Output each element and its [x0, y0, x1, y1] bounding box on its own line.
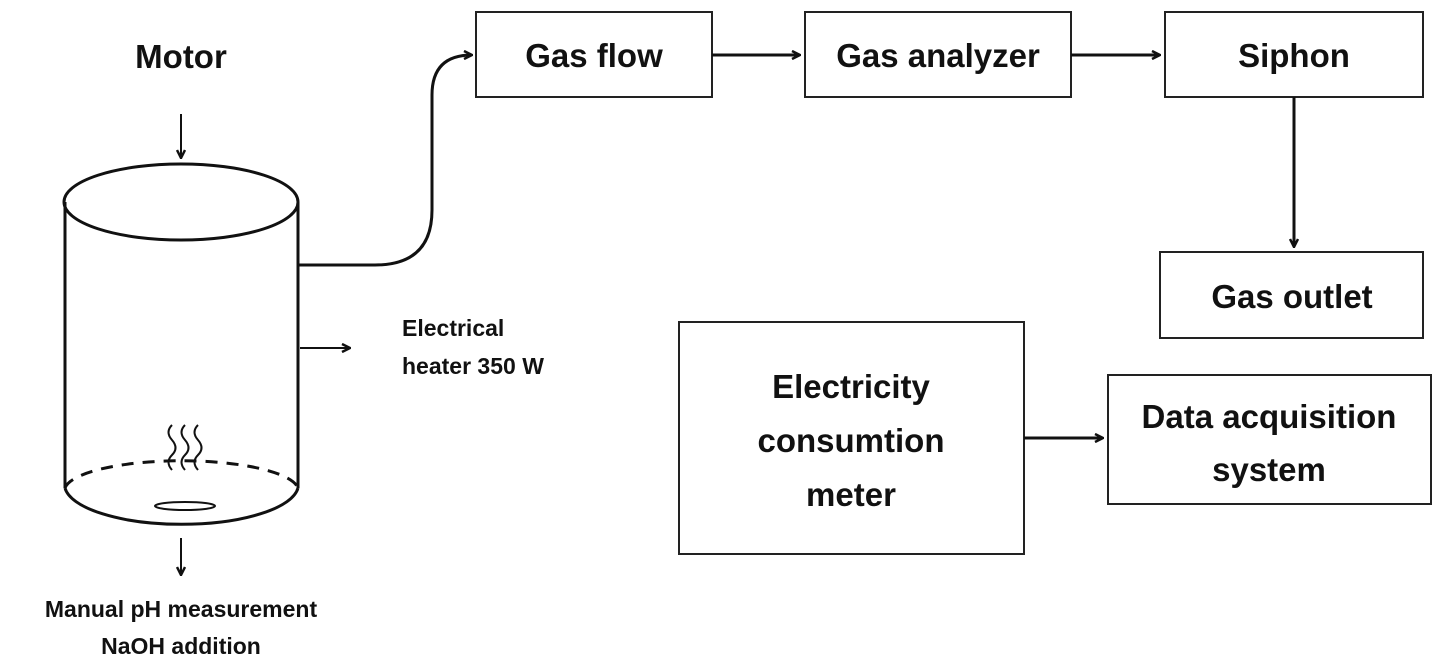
electricity-meter-box: Electricity consumtion meter — [678, 321, 1025, 555]
electrical-heater-power-label: heater 350 W — [402, 353, 544, 379]
reactor-dashed-floor — [63, 459, 300, 489]
siphon-box: Siphon — [1164, 11, 1424, 98]
electricity-meter-label-line2: consumtion — [758, 422, 945, 459]
reactor-to-gas-flow-connector — [298, 55, 472, 267]
electrical-heater-label: Electrical — [402, 315, 504, 341]
reactor-bottom-curve — [63, 487, 300, 526]
manual-ph-label: Manual pH measurement — [45, 596, 318, 622]
data-acquisition-label-line1: Data acquisition — [1142, 398, 1397, 435]
gas-analyzer-box: Gas analyzer — [804, 11, 1072, 98]
data-acquisition-label-line2: system — [1212, 451, 1326, 488]
gas-outlet-label: Gas outlet — [1211, 278, 1372, 315]
electricity-meter-label-line1: Electricity — [772, 368, 930, 405]
gas-analyzer-label: Gas analyzer — [836, 37, 1040, 74]
reactor-vessel — [62, 162, 300, 526]
naoh-addition-label: NaOH addition — [101, 633, 261, 659]
data-acquisition-box: Data acquisition system — [1107, 374, 1432, 505]
siphon-label: Siphon — [1238, 37, 1350, 74]
reactor-top-ellipse — [62, 162, 300, 242]
heat-icon — [154, 424, 216, 511]
motor-label: Motor — [135, 38, 227, 75]
gas-outlet-box: Gas outlet — [1159, 251, 1424, 339]
gas-flow-label: Gas flow — [525, 37, 663, 74]
gas-flow-box: Gas flow — [475, 11, 713, 98]
electricity-meter-label-line3: meter — [806, 476, 896, 513]
